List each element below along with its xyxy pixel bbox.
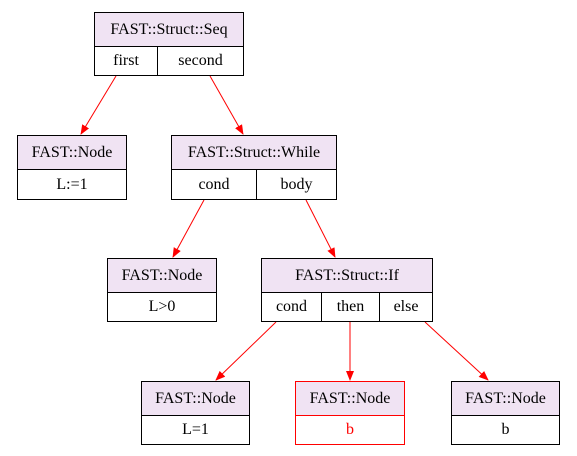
- node-if-then-title: FAST::Node: [296, 382, 404, 416]
- if-node[interactable]: FAST::Struct::If cond then else: [261, 258, 433, 322]
- if-node-title: FAST::Struct::If: [262, 259, 432, 293]
- edge-if-else: [424, 321, 489, 381]
- node-if-else-title: FAST::Node: [452, 382, 559, 416]
- while-node[interactable]: FAST::Struct::While cond body: [171, 135, 337, 200]
- if-field-cond[interactable]: cond: [275, 298, 308, 315]
- if-field-then[interactable]: then: [321, 293, 379, 321]
- node-if-then[interactable]: FAST::Node b: [295, 381, 405, 445]
- while-field-body[interactable]: body: [256, 170, 336, 199]
- node-assign-l-value: L:=1: [56, 175, 88, 193]
- edge-while-body: [305, 199, 336, 258]
- seq-node-title: FAST::Struct::Seq: [95, 13, 243, 47]
- node-while-cond-value: L>0: [148, 298, 176, 315]
- while-node-title: FAST::Struct::While: [172, 136, 336, 170]
- node-if-cond-value: L=1: [182, 421, 209, 438]
- node-if-else-value: b: [501, 421, 510, 438]
- while-field-cond[interactable]: cond: [198, 175, 230, 193]
- edge-seq-second: [209, 75, 244, 135]
- node-while-cond-title: FAST::Node: [108, 259, 216, 293]
- node-assign-l[interactable]: FAST::Node L:=1: [17, 135, 127, 200]
- seq-node[interactable]: FAST::Struct::Seq first second: [94, 12, 244, 76]
- seq-field-second[interactable]: second: [157, 47, 243, 75]
- edge-while-cond: [172, 199, 205, 258]
- node-if-cond[interactable]: FAST::Node L=1: [141, 381, 250, 445]
- node-if-else[interactable]: FAST::Node b: [451, 381, 560, 445]
- node-if-cond-title: FAST::Node: [142, 382, 249, 416]
- edge-seq-first: [80, 75, 117, 135]
- edge-if-cond: [215, 321, 277, 381]
- seq-field-first[interactable]: first: [113, 52, 139, 69]
- node-if-then-value: b: [346, 421, 354, 438]
- if-field-else[interactable]: else: [379, 293, 432, 321]
- node-while-cond[interactable]: FAST::Node L>0: [107, 258, 217, 322]
- node-assign-l-title: FAST::Node: [18, 136, 126, 170]
